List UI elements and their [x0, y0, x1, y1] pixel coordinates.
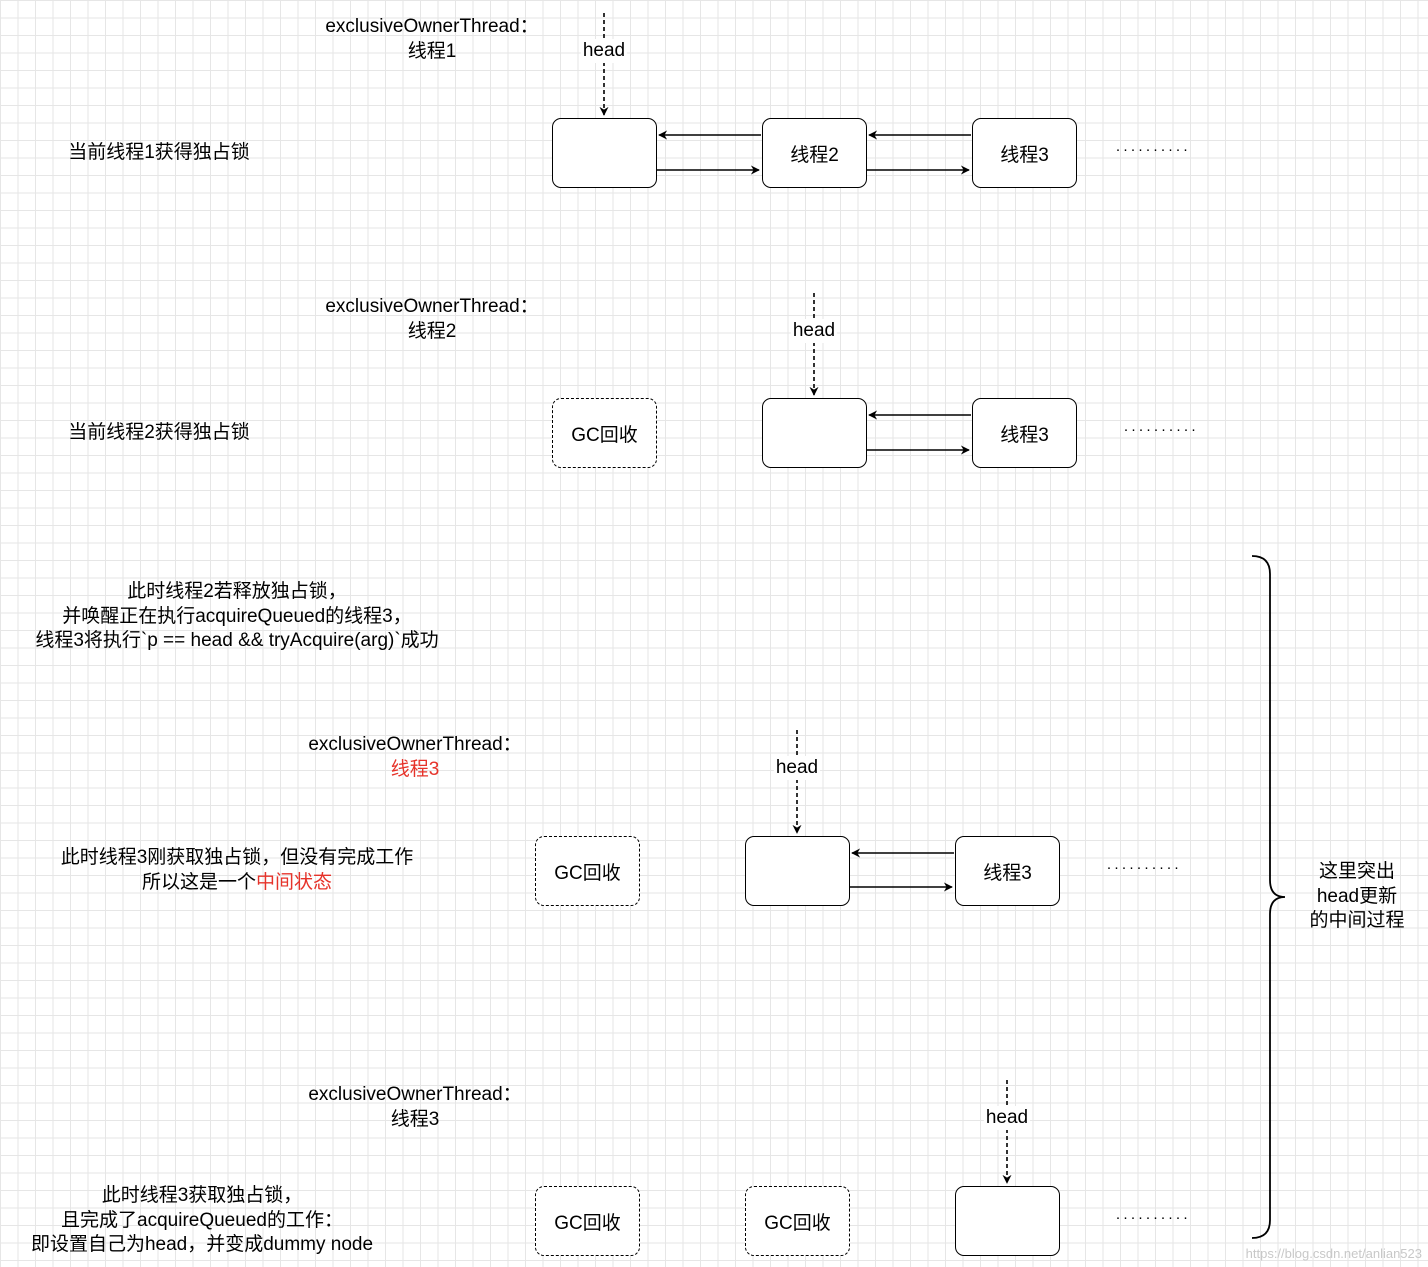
stage-description: 此时线程3刚获取独占锁，但没有完成工作 所以这是一个中间状态 — [60, 847, 414, 893]
head-label: head — [983, 1106, 1031, 1130]
gc-collected-node: GC回收 — [552, 398, 657, 468]
stage-description: 当前线程1获得独占锁 — [68, 142, 250, 163]
node-thread-3: 线程3 — [972, 118, 1077, 188]
dummy-head-node — [955, 1186, 1060, 1256]
dummy-head-node — [552, 118, 657, 188]
node-thread-2: 线程2 — [762, 118, 867, 188]
curly-brace — [1251, 555, 1286, 1239]
node-thread-3: 线程3 — [955, 836, 1060, 906]
head-label: head — [580, 39, 628, 63]
dummy-head-node — [762, 398, 867, 468]
gc-collected-node: GC回收 — [535, 1186, 640, 1256]
release-note: 此时线程2若释放独占锁， 并唤醒正在执行acquireQueued的线程3， 线… — [35, 581, 439, 651]
head-label: head — [773, 756, 821, 780]
head-label: head — [790, 319, 838, 343]
gc-collected-node: GC回收 — [535, 836, 640, 906]
watermark: https://blog.csdn.net/anlian523 — [1245, 1246, 1422, 1261]
queue-ellipsis: ·········· — [1115, 141, 1191, 158]
queue-ellipsis: ·········· — [1115, 1209, 1191, 1226]
stage-description: 此时线程3获取独占锁， 且完成了acquireQueued的工作： 即设置自己为… — [30, 1185, 374, 1255]
owner-thread-label: exclusiveOwnerThread： 线程3 — [308, 1084, 522, 1130]
queue-ellipsis: ·········· — [1106, 859, 1182, 876]
highlighted-owner: 线程3 — [390, 758, 440, 780]
owner-thread-label: exclusiveOwnerThread： 线程3 — [308, 733, 521, 782]
stage-description: 当前线程2获得独占锁 — [68, 422, 250, 443]
dummy-head-node — [745, 836, 850, 906]
brace-note: 这里突出 head更新 的中间过程 — [1309, 861, 1405, 931]
node-thread-3: 线程3 — [972, 398, 1077, 468]
queue-ellipsis: ·········· — [1123, 421, 1199, 438]
owner-thread-label: exclusiveOwnerThread： 线程2 — [325, 296, 539, 342]
gc-collected-node: GC回收 — [745, 1186, 850, 1256]
intermediate-state-highlight: 中间状态 — [255, 871, 333, 893]
owner-thread-label: exclusiveOwnerThread： 线程1 — [325, 16, 539, 62]
